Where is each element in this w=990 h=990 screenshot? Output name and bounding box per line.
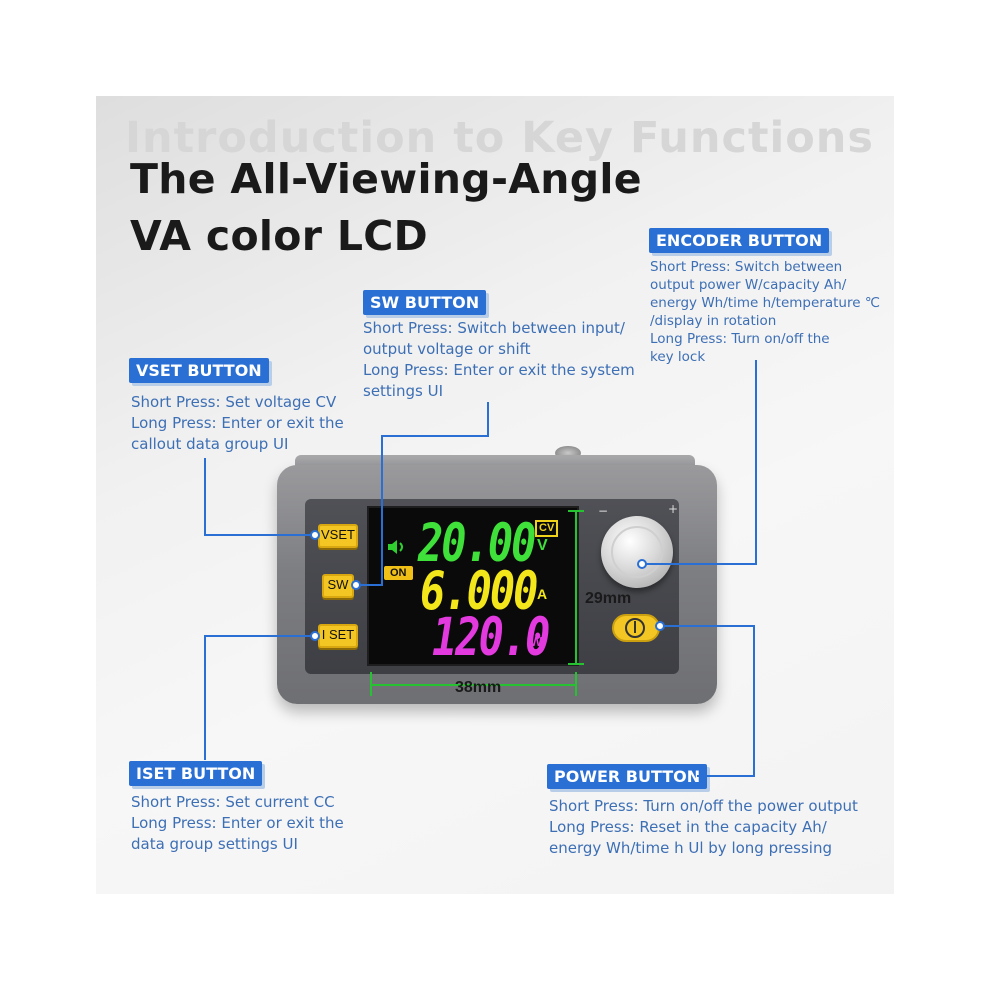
encoder-desc-line: output power W/capacity Ah/ [650,277,847,293]
power-connector [753,625,755,777]
power-readout: 120.0 [432,606,550,668]
sw-desc-line: Long Press: Enter or exit the system [363,361,635,379]
encoder-desc-line: Long Press: Turn on/off the [650,331,830,347]
current-readout: 6.000 [420,560,538,622]
iset-desc-line: Short Press: Set current CC [131,793,335,811]
encoder-desc-line: Short Press: Switch between [650,259,843,275]
width-dimension-line [370,684,577,686]
sw-connector [381,435,489,437]
sw-button-label: SW BUTTON [363,290,487,315]
sw-connector [487,402,489,436]
power-unit: W [530,634,543,649]
iset-connector [204,636,206,760]
height-dimension-label: 29mm [585,590,632,607]
voltage-readout: 20.00 [418,512,536,574]
height-dimension-line [575,510,577,665]
encoder-connector [755,360,757,565]
iset-button-label: ISET BUTTON [129,761,263,786]
encoder-desc-line: /display in rotation [650,313,777,329]
vset-connector-dot [310,530,320,540]
plus-mark-icon: + [668,502,679,516]
power-connector [697,775,755,777]
sw-desc-line: output voltage or shift [363,340,531,358]
page-title-line2: VA color LCD [130,212,428,260]
mode-indicator: CV [535,520,559,537]
watermark-heading: Introduction to Key Functions [125,113,874,163]
iset-button[interactable]: I SET [318,624,358,648]
voltage-unit: V [537,537,548,554]
sw-desc-line: Short Press: Switch between input/ [363,319,625,337]
encoder-knob-ring [611,526,663,578]
vset-desc-line: Long Press: Enter or exit the [131,414,344,432]
sw-connector [381,435,383,586]
encoder-description: Short Press: Switch between output power… [650,258,880,366]
power-description: Short Press: Turn on/off the power outpu… [549,796,858,859]
sw-desc-line: settings UI [363,382,443,400]
sw-connector [355,584,383,586]
encoder-button-label: ENCODER BUTTON [649,228,830,253]
power-connector [659,625,755,627]
height-dimension-tick [568,510,584,512]
vset-desc-line: Short Press: Set voltage CV [131,393,337,411]
current-unit: A [537,586,548,602]
encoder-connector-dot [637,559,647,569]
width-dimension-tick [575,672,577,696]
output-status-badge: ON [384,566,413,580]
sw-button[interactable]: SW [322,574,354,598]
power-desc-line: Short Press: Turn on/off the power outpu… [549,797,858,815]
sw-connector-dot [351,580,361,590]
power-icon [625,618,645,638]
vset-connector [204,534,314,536]
iset-description: Short Press: Set current CC Long Press: … [131,792,344,855]
encoder-connector [643,563,756,565]
vset-connector [204,458,206,535]
power-connector-dot [655,621,665,631]
speaker-icon [388,540,403,554]
vset-button[interactable]: VSET [318,524,358,548]
power-icon-bar [634,621,636,633]
iset-connector [204,635,314,637]
sw-description: Short Press: Switch between input/ outpu… [363,318,635,402]
width-dimension-tick [370,672,372,696]
vset-desc-line: callout data group UI [131,435,289,453]
lcd-screen [367,506,579,666]
vset-button-label: VSET BUTTON [129,358,269,383]
vset-description: Short Press: Set voltage CV Long Press: … [131,392,344,455]
encoder-desc-line: energy Wh/time h/temperature ℃ [650,295,880,311]
iset-desc-line: data group settings UI [131,835,298,853]
height-dimension-tick [568,663,584,665]
page-title-line1: The All-Viewing-Angle [130,155,642,203]
minus-mark-icon: − [598,504,609,518]
power-desc-line: energy Wh/time h Ul by long pressing [549,839,832,857]
encoder-desc-line: key lock [650,349,706,365]
iset-desc-line: Long Press: Enter or exit the [131,814,344,832]
iset-connector-dot [310,631,320,641]
power-button-label: POWER BUTTON [547,764,708,789]
width-dimension-label: 38mm [455,679,502,696]
power-desc-line: Long Press: Reset in the capacity Ah/ [549,818,827,836]
